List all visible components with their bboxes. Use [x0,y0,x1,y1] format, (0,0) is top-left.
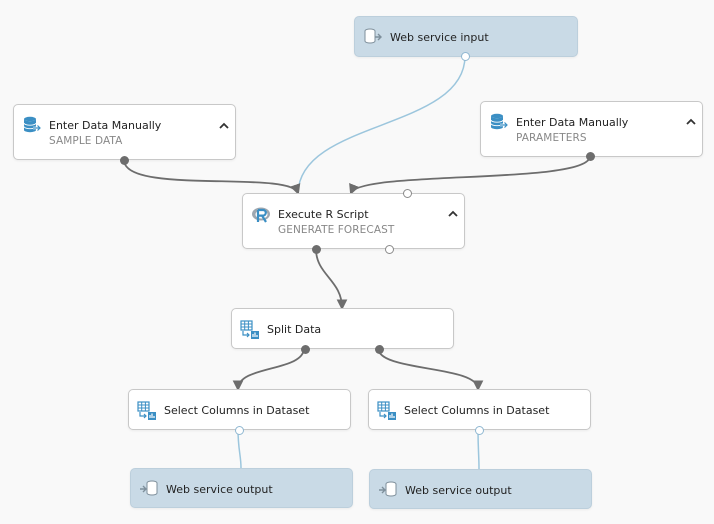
output-port[interactable] [120,156,129,165]
database-icon [490,113,509,130]
output-port[interactable] [385,245,394,254]
output-port[interactable] [301,345,310,354]
module-web-service-input[interactable]: Web service input [354,16,578,61]
output-port[interactable] [312,245,321,254]
web-service-output-icon [140,480,158,496]
module-title: Select Columns in Dataset [164,404,310,417]
output-port[interactable] [475,426,484,435]
input-port[interactable] [403,189,412,198]
output-port[interactable] [461,52,470,61]
module-title: Web service output [166,483,273,496]
module-title: Web service input [390,31,489,44]
module-execute-r-script[interactable]: Execute R Script GENERATE FORECAST [242,189,465,254]
output-port[interactable] [375,345,384,354]
r-logo-icon [252,207,270,223]
dataset-grid-icon [137,401,156,420]
module-title: Split Data [267,323,322,336]
chevron-up-icon[interactable] [685,117,697,127]
wire-webinput-to-rscript[interactable] [297,55,466,194]
chevron-up-icon[interactable] [447,209,459,219]
module-title: Enter Data Manually [516,116,629,129]
module-select-columns-left[interactable]: Select Columns in Dataset [128,389,351,435]
wire-select-right-to-output[interactable] [477,428,480,470]
output-port[interactable] [235,426,244,435]
wire-rscript-to-split[interactable] [315,248,348,311]
module-title: Execute R Script [278,208,369,221]
module-title: Enter Data Manually [49,119,162,132]
module-title: Select Columns in Dataset [404,404,550,417]
wire-params-to-rscript[interactable] [349,155,591,196]
module-subtitle: SAMPLE DATA [49,135,123,147]
dataset-grid-icon [240,320,259,339]
module-enter-data-parameters[interactable]: Enter Data Manually PARAMETERS [480,101,703,161]
web-service-output-icon [379,481,397,497]
dataset-grid-icon [377,401,396,420]
wire-split-to-select-right[interactable] [377,347,484,392]
wire-split-to-select-left[interactable] [232,347,305,392]
web-service-input-icon [364,28,382,44]
module-subtitle: PARAMETERS [516,132,587,144]
module-title: Web service output [405,484,512,497]
database-icon [23,116,42,133]
module-select-columns-right[interactable]: Select Columns in Dataset [368,389,591,435]
module-subtitle: GENERATE FORECAST [278,224,395,236]
chevron-up-icon[interactable] [218,121,230,131]
module-web-service-output-left[interactable]: Web service output [130,468,353,508]
module-split-data[interactable]: Split Data [231,308,454,354]
wire-sample-to-rscript[interactable] [123,159,301,196]
module-enter-data-sample[interactable]: Enter Data Manually SAMPLE DATA [13,104,236,165]
output-port[interactable] [586,152,595,161]
module-web-service-output-right[interactable]: Web service output [369,469,592,509]
